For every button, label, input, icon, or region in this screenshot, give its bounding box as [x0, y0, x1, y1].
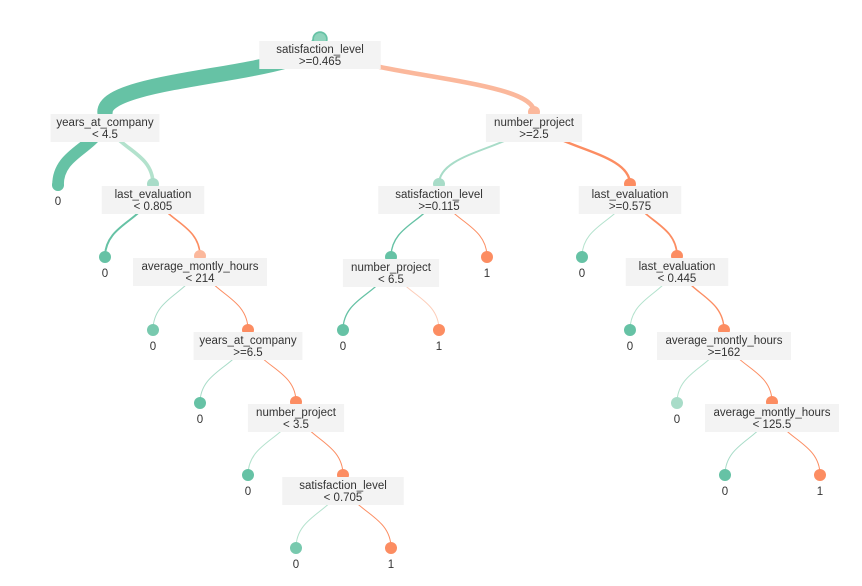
split-label-box: [657, 332, 791, 360]
split-feature: average_montly_hours: [142, 261, 259, 273]
split-condition: < 0.705: [324, 492, 363, 504]
split-label-n1: satisfaction_level>=0.465: [259, 41, 381, 69]
leaf-label-n10: 0: [197, 414, 203, 426]
leaf-label-n28: 0: [722, 486, 728, 498]
split-label-box: [247, 404, 345, 432]
split-label-box: [133, 258, 267, 286]
leaf-label-n6: 0: [102, 268, 108, 280]
split-feature: number_project: [351, 262, 432, 274]
leaf-label-n14: 0: [293, 559, 299, 571]
split-feature: number_project: [256, 407, 337, 419]
leaf-node-n24: [624, 324, 636, 336]
split-condition: >=0.575: [609, 201, 651, 213]
split-condition: >=162: [708, 347, 741, 359]
leaf-node-n19: [337, 324, 349, 336]
split-label-box: [625, 258, 729, 286]
leaf-node-n8: [147, 324, 159, 336]
split-feature: years_at_company: [56, 117, 153, 129]
split-label-box: [705, 404, 839, 432]
leaf-label-n24: 0: [627, 341, 633, 353]
split-condition: < 125.5: [753, 419, 792, 431]
leaf-label-n20: 1: [436, 341, 442, 353]
leaf-label-n26: 0: [674, 414, 680, 426]
split-label-box: [485, 114, 583, 142]
leaf-node-n28: [719, 469, 731, 481]
leaf-label-n29: 1: [817, 486, 823, 498]
split-feature: years_at_company: [199, 335, 296, 347]
split-label-n5: last_evaluation< 0.805: [101, 186, 205, 214]
split-label-box: [378, 186, 500, 214]
split-condition: < 6.5: [378, 274, 404, 286]
leaf-node-n10: [194, 397, 206, 409]
leaf-label-n18: 1: [484, 268, 490, 280]
split-feature: last_evaluation: [639, 261, 716, 273]
split-condition: >=0.465: [299, 56, 341, 68]
leaf-node-n6: [99, 251, 111, 263]
split-label-n27: average_montly_hours< 125.5: [705, 404, 839, 432]
split-condition: < 0.445: [658, 273, 697, 285]
tree-labels: satisfaction_level>=0.465years_at_compan…: [50, 41, 839, 571]
split-feature: average_montly_hours: [714, 407, 831, 419]
leaf-label-n8: 0: [150, 341, 156, 353]
split-label-n23: last_evaluation< 0.445: [625, 258, 729, 286]
split-label-box: [50, 114, 160, 142]
split-feature: satisfaction_level: [395, 189, 483, 201]
split-condition: < 4.5: [92, 129, 118, 141]
split-label-n17: number_project< 6.5: [342, 259, 440, 287]
split-condition: >=0.115: [418, 201, 459, 213]
leaf-label-n19: 0: [340, 341, 346, 353]
leaf-node-n20: [433, 324, 445, 336]
split-feature: average_montly_hours: [666, 335, 783, 347]
split-label-n13: satisfaction_level< 0.705: [282, 477, 404, 505]
split-label-box: [193, 332, 303, 360]
split-label-box: [578, 186, 682, 214]
split-label-n21: last_evaluation>=0.575: [578, 186, 682, 214]
split-feature: satisfaction_level: [299, 480, 387, 492]
leaf-node-n26: [671, 397, 683, 409]
split-label-box: [282, 477, 404, 505]
split-label-n25: average_montly_hours>=162: [657, 332, 791, 360]
leaf-node-n22: [576, 251, 588, 263]
split-feature: last_evaluation: [115, 189, 192, 201]
leaf-node-n14: [290, 542, 302, 554]
split-condition: < 214: [185, 273, 215, 285]
split-condition: >=2.5: [519, 129, 548, 141]
split-feature: satisfaction_level: [276, 44, 364, 56]
split-label-n3: number_project>=2.5: [485, 114, 583, 142]
tree-edges: [52, 31, 821, 549]
leaf-node-n12: [242, 469, 254, 481]
split-condition: < 0.805: [134, 201, 173, 213]
leaf-node-n4: [52, 179, 64, 191]
tree-nodes: [52, 33, 826, 554]
split-label-n7: average_montly_hours< 214: [133, 258, 267, 286]
split-label-box: [101, 186, 205, 214]
leaf-label-n15: 1: [388, 559, 394, 571]
split-condition: >=6.5: [233, 347, 262, 359]
leaf-node-n15: [385, 542, 397, 554]
split-label-box: [259, 41, 381, 69]
leaf-label-n22: 0: [579, 268, 585, 280]
split-feature: number_project: [494, 117, 575, 129]
split-label-n2: years_at_company< 4.5: [50, 114, 160, 142]
split-condition: < 3.5: [283, 419, 309, 431]
leaf-node-n18: [481, 251, 493, 263]
leaf-label-n4: 0: [55, 196, 61, 208]
split-feature: last_evaluation: [592, 189, 669, 201]
leaf-node-n29: [814, 469, 826, 481]
split-label-n11: number_project< 3.5: [247, 404, 345, 432]
split-label-n9: years_at_company>=6.5: [193, 332, 303, 360]
leaf-label-n12: 0: [245, 486, 251, 498]
split-label-n16: satisfaction_level>=0.115: [378, 186, 500, 214]
split-label-box: [342, 259, 440, 287]
